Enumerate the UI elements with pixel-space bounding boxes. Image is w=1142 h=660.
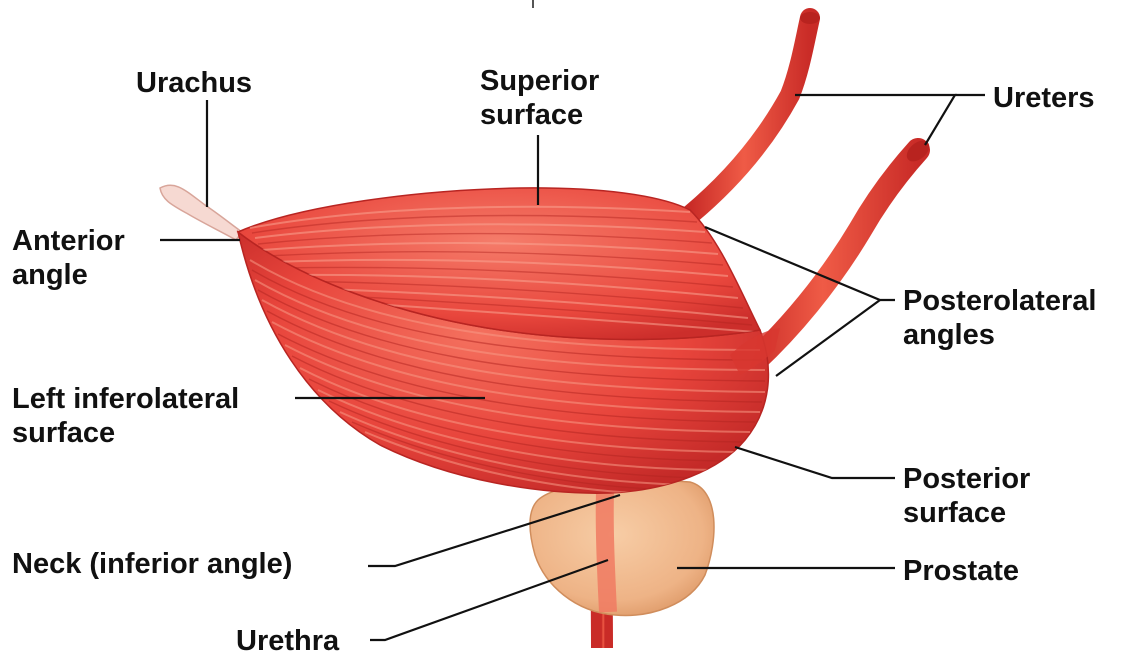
- leader-ureters: [795, 95, 955, 145]
- label-superior-surface-line1: Superior: [480, 64, 599, 98]
- ureter-back: [690, 18, 810, 215]
- label-superior-surface: Superior surface: [480, 64, 599, 132]
- prostate-gland: [530, 480, 714, 615]
- label-urachus: Urachus: [136, 66, 252, 100]
- label-posterior-surface: Posterior surface: [903, 462, 1030, 530]
- label-posterolateral-angles-line1: Posterolateral: [903, 284, 1096, 318]
- label-anterior-angle: Anterior angle: [12, 224, 125, 292]
- ureter-back-opening: [800, 12, 820, 24]
- label-left-inferolateral-line2: surface: [12, 416, 239, 450]
- urachus-cord: [160, 185, 242, 240]
- label-prostate: Prostate: [903, 554, 1019, 588]
- label-posterior-surface-line2: surface: [903, 496, 1030, 530]
- label-posterolateral-angles: Posterolateral angles: [903, 284, 1096, 352]
- label-left-inferolateral-surface: Left inferolateral surface: [12, 382, 239, 450]
- label-anterior-angle-line2: angle: [12, 258, 125, 292]
- label-superior-surface-line2: surface: [480, 98, 599, 132]
- label-anterior-angle-line1: Anterior: [12, 224, 125, 258]
- label-posterior-surface-line1: Posterior: [903, 462, 1030, 496]
- label-neck: Neck (inferior angle): [12, 547, 292, 581]
- label-posterolateral-angles-line2: angles: [903, 318, 1096, 352]
- leader-posterior-surface: [735, 447, 895, 478]
- label-ureters: Ureters: [993, 81, 1095, 115]
- urethra-in-prostate: [605, 492, 608, 612]
- label-left-inferolateral-line1: Left inferolateral: [12, 382, 239, 416]
- label-urethra: Urethra: [236, 624, 339, 658]
